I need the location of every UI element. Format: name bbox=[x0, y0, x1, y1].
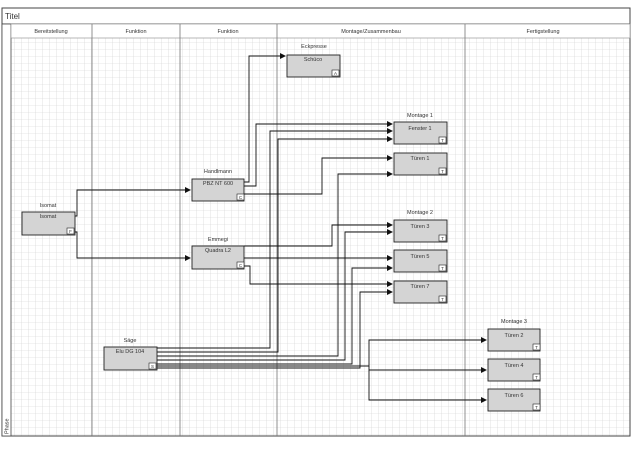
box-badge: A bbox=[334, 71, 337, 76]
box-label: Türen 4 bbox=[505, 363, 524, 369]
box-label: Türen 5 bbox=[411, 254, 430, 260]
connector-saege-tueren2[interactable] bbox=[157, 337, 487, 367]
diagram-title: Titel bbox=[5, 12, 20, 21]
box-label: Schüco bbox=[304, 57, 322, 63]
box-badge: C bbox=[239, 263, 243, 268]
phase-label: Phase bbox=[5, 418, 11, 434]
lane-header-montage[interactable]: Montage/Zusammenbau bbox=[341, 29, 401, 35]
connector-saege-tueren7[interactable] bbox=[157, 289, 393, 369]
group-label-isomat: Isomat bbox=[40, 203, 57, 209]
process-box-fenster-1[interactable]: Fenster 1 T bbox=[393, 121, 448, 145]
box-label: Türen 2 bbox=[505, 333, 524, 339]
process-box-tueren-3[interactable]: Türen 3 T bbox=[393, 219, 448, 243]
process-box-tueren-6[interactable]: Türen 6 T bbox=[487, 388, 541, 412]
connector-handlmann-fenster1[interactable] bbox=[244, 121, 393, 187]
box-label: Türen 7 bbox=[411, 284, 430, 290]
connector-handlmann-tueren1[interactable] bbox=[244, 155, 393, 195]
lane-header-fertigstellung[interactable]: Fertigstellung bbox=[526, 29, 559, 35]
process-box-tueren-7[interactable]: Türen 7 T bbox=[393, 280, 448, 304]
phase-column[interactable] bbox=[1, 23, 12, 437]
process-box-tueren-4[interactable]: Türen 4 T bbox=[487, 358, 541, 382]
group-label-montage-1: Montage 1 bbox=[407, 113, 433, 119]
box-label: Türen 1 bbox=[411, 156, 430, 162]
connector-emmegi-tueren3[interactable] bbox=[244, 222, 393, 247]
box-badge: T bbox=[535, 345, 538, 350]
box-label: Türen 6 bbox=[505, 393, 524, 399]
box-badge: F bbox=[69, 229, 72, 234]
process-box-handlmann[interactable]: PBZ NT 600 C bbox=[191, 178, 245, 202]
title-bar[interactable] bbox=[1, 7, 631, 25]
process-box-tueren-5[interactable]: Türen 5 T bbox=[393, 249, 448, 273]
group-label-montage-2: Montage 2 bbox=[407, 210, 433, 216]
connector-saege-tueren6[interactable] bbox=[368, 370, 487, 403]
box-badge: T bbox=[441, 266, 444, 271]
box-badge: T bbox=[535, 375, 538, 380]
group-label-saege: Säge bbox=[124, 338, 137, 344]
box-label: Fenster 1 bbox=[408, 126, 431, 132]
connector-handlmann-schueco[interactable] bbox=[244, 53, 286, 183]
box-badge: T bbox=[535, 405, 538, 410]
connector-layer bbox=[75, 53, 487, 403]
connector-saege-tueren5[interactable] bbox=[157, 265, 393, 365]
box-badge: T bbox=[441, 297, 444, 302]
group-label-handlmann: Handlmann bbox=[204, 169, 232, 175]
box-label: PBZ NT 600 bbox=[203, 181, 233, 187]
group-label-montage-3: Montage 3 bbox=[501, 319, 527, 325]
process-box-tueren-2[interactable]: Türen 2 T bbox=[487, 328, 541, 352]
connector-emmegi-tueren7[interactable] bbox=[244, 265, 393, 287]
lane-header-strip bbox=[10, 23, 631, 39]
connector-saege-fenster1[interactable] bbox=[157, 128, 393, 349]
connector-isomat-handlmann[interactable] bbox=[75, 187, 191, 217]
lane-header-funktion-2[interactable]: Funktion bbox=[217, 29, 238, 35]
connector-isomat-emmegi[interactable] bbox=[75, 231, 191, 261]
connector-saege-tueren1[interactable] bbox=[157, 171, 393, 357]
process-box-emmegi[interactable]: Quadra L2 C bbox=[191, 245, 245, 270]
box-badge: C bbox=[239, 195, 243, 200]
group-label-emmegi: Emmegi bbox=[208, 237, 228, 243]
box-badge: S bbox=[151, 364, 154, 369]
box-label: Isomat bbox=[40, 214, 57, 220]
process-box-saege[interactable]: Elu DG 104 S bbox=[103, 346, 158, 371]
box-badge: T bbox=[441, 236, 444, 241]
connector-saege-tueren3[interactable] bbox=[157, 229, 393, 361]
group-label-eckpresse: Eckpresse bbox=[301, 44, 327, 50]
process-box-isomat[interactable]: Isomat F bbox=[21, 211, 76, 236]
process-box-tueren-1[interactable]: Türen 1 T bbox=[393, 152, 448, 176]
box-badge: T bbox=[441, 169, 444, 174]
connector-saege-fenster1-b[interactable] bbox=[157, 136, 393, 353]
process-box-schueco[interactable]: Schüco A bbox=[286, 54, 341, 78]
lane-header-funktion-1[interactable]: Funktion bbox=[125, 29, 146, 35]
box-badge: T bbox=[441, 138, 444, 143]
box-label: Quadra L2 bbox=[205, 248, 231, 254]
box-label: Elu DG 104 bbox=[116, 349, 144, 355]
lane-header-bereitstellung[interactable]: Bereitstellung bbox=[34, 29, 67, 35]
box-label: Türen 3 bbox=[411, 224, 430, 230]
